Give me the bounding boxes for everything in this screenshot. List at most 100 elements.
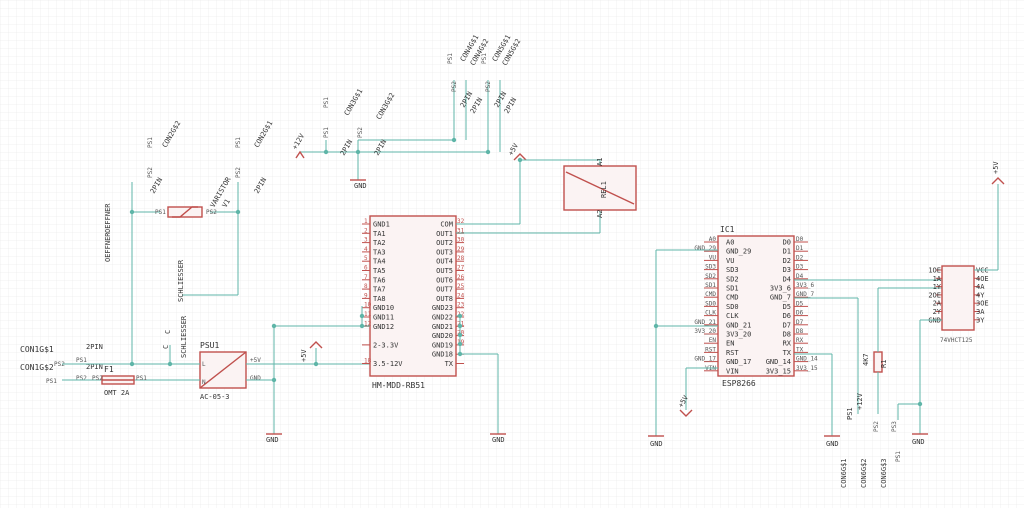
gnd-top-label: GND bbox=[354, 182, 367, 190]
hm-left-pin-num: 3 bbox=[364, 237, 368, 244]
hm-right-pin-num: 28 bbox=[457, 255, 465, 262]
relay: A1 A2 REL1 bbox=[563, 158, 637, 218]
con1g2-label: CON1G$2 bbox=[20, 363, 54, 372]
con4-ps1: PS1 bbox=[447, 53, 454, 64]
hm-right-pin-label: GND22 bbox=[432, 314, 453, 322]
con2-ps1-a: PS1 bbox=[147, 137, 154, 148]
esp-left-pin-outer: EN bbox=[709, 337, 717, 344]
con3-ps1-b: PS1 bbox=[323, 127, 330, 138]
r1-name: R1 bbox=[880, 360, 888, 368]
varistor-name: V1 bbox=[221, 198, 232, 209]
con6-ps3: PS3 bbox=[891, 421, 898, 432]
esp-right-pin-label: D1 bbox=[783, 248, 791, 256]
esp-right-pin-outer: GND_14 bbox=[796, 356, 818, 363]
esp-left-pin-label: RST bbox=[726, 349, 739, 357]
buf-plus5v: +5V bbox=[992, 161, 1000, 174]
psu-gnd: GND bbox=[250, 375, 261, 382]
esp-left-pin-outer: CMD bbox=[705, 291, 716, 298]
esp-right-pin-outer: D4 bbox=[796, 273, 804, 280]
con6-3pin-a: PS1 bbox=[846, 407, 854, 420]
hm-left-pin-num: 11 bbox=[364, 311, 372, 318]
esp-right-pin-label: RX bbox=[783, 340, 792, 348]
esp-left-pin-label: 3V3_20 bbox=[726, 331, 751, 339]
fuse-value: OMT 2A bbox=[104, 389, 130, 397]
hm-right-pin-label: OUT4 bbox=[436, 258, 453, 266]
buf-left-pin-label: 1A bbox=[933, 275, 942, 283]
gnd-esp-label: GND bbox=[650, 440, 663, 448]
var-ps2: PS2 bbox=[206, 209, 217, 216]
hm-left-pin-label: TA3 bbox=[373, 248, 386, 256]
buf-name: 74VHCT125 bbox=[940, 337, 973, 344]
fuse-ps1: PS1 bbox=[136, 375, 147, 382]
con2-ps2-b: PS2 bbox=[235, 167, 242, 178]
buf-left-pin-label: 1Y bbox=[933, 283, 942, 291]
esp-name: ESP8266 bbox=[722, 379, 756, 388]
con5-ps2: PS2 bbox=[485, 81, 492, 92]
esp-right-pin-outer: D7 bbox=[796, 319, 804, 326]
esp-left-pin-label: VIN bbox=[726, 367, 739, 375]
psu-n: N bbox=[202, 379, 206, 386]
psu-plus5v-label: +5V bbox=[300, 349, 308, 362]
hm-left-pin-label: TA1 bbox=[373, 230, 386, 238]
hm-right-pin-num: 23 bbox=[457, 302, 465, 309]
hm-left-pin-num: 7 bbox=[364, 274, 368, 281]
fuse-name: F1 bbox=[104, 365, 114, 374]
schliesser-name-top: SCHLIESSER bbox=[177, 259, 185, 302]
esp-right-pin-outer: RX bbox=[796, 337, 804, 344]
hm-left-pin-label: TA7 bbox=[373, 286, 386, 294]
buf-right-pin-label: 4A bbox=[976, 283, 985, 291]
con1-ps1-b: PS1 bbox=[46, 378, 57, 385]
hm-right-pin-label: OUT7 bbox=[436, 286, 453, 294]
esp-left-pin-outer: GND_29 bbox=[694, 245, 716, 252]
buf-right-pin-label: 3OE bbox=[976, 300, 989, 308]
con1-ps1-a: PS1 bbox=[76, 357, 87, 364]
schliesser-c-b: C bbox=[162, 345, 170, 349]
hm-right-pin-label: OUT3 bbox=[436, 248, 453, 256]
psu-name: PSU1 bbox=[200, 341, 219, 350]
hm-left-pin-num: 12 bbox=[364, 320, 372, 327]
hm-left-pin-label: TA4 bbox=[373, 258, 386, 266]
hm-left-pin-label: TA8 bbox=[373, 295, 386, 303]
hm-left-pin-num: 18 bbox=[364, 358, 372, 365]
esp-left-pin-outer: CLK bbox=[705, 310, 716, 317]
con1g1-label: CON1G$1 bbox=[20, 345, 54, 354]
con6g3-label: CON6G$3 bbox=[880, 458, 888, 488]
esp-right-pin-label: D2 bbox=[783, 257, 791, 265]
schliesser-name: SCHLIESSER bbox=[180, 315, 188, 358]
buf-right-pin-label: 4OE bbox=[976, 275, 989, 283]
psu-l: L bbox=[202, 361, 206, 368]
esp-right-pin-label: TX bbox=[783, 349, 792, 357]
hm-right-pin-num: 25 bbox=[457, 283, 465, 290]
hm-right-pin-label: GND21 bbox=[432, 323, 453, 331]
con2-ps2-a: PS2 bbox=[147, 167, 154, 178]
hm-left-pin-label: 2-3.3V bbox=[373, 341, 399, 349]
con2-ps1-b: PS1 bbox=[235, 137, 242, 148]
hm-right-pin-num: 30 bbox=[457, 237, 465, 244]
esp-left-pin-label: GND_17 bbox=[726, 358, 751, 366]
esp-right-pin-outer: GND_7 bbox=[796, 291, 814, 298]
esp-left-pin-label: VU bbox=[726, 257, 734, 265]
relay-name: REL1 bbox=[600, 181, 608, 198]
hm-right-pin-label: OUT2 bbox=[436, 239, 453, 247]
input-section: CON1G$1 CON1G$2 2PIN 2PIN PS1 PS2 PS2 PS… bbox=[20, 203, 370, 444]
con4-ps2: PS2 bbox=[451, 81, 458, 92]
fuse-ps2: PS2 bbox=[92, 375, 103, 382]
esp-right-pin-outer: 3V3_15 bbox=[796, 365, 818, 372]
esp-right-pin-outer: D0 bbox=[796, 236, 804, 243]
hm-left-pin-num: 8 bbox=[364, 283, 368, 290]
con6g1-label: CON6G$1 bbox=[840, 458, 848, 488]
hm-left-pin-num: 9 bbox=[364, 292, 368, 299]
hm-left-pin-num: 6 bbox=[364, 265, 368, 272]
hm-right-pin-num: 24 bbox=[457, 292, 465, 299]
var-ps1: PS1 bbox=[155, 209, 166, 216]
hm-right-pin-label: OUT1 bbox=[436, 230, 453, 238]
buf-right-pin-label: 3Y bbox=[976, 316, 985, 324]
hm-right-pin-label: COM bbox=[440, 221, 453, 229]
con3-ps1-a: PS1 bbox=[323, 97, 330, 108]
esp-right-pin-label: D0 bbox=[783, 239, 791, 247]
buffer-section: 74VHCT125 1OE1A1Y2OE2A2YGNDVCC4OE4A4Y3OE… bbox=[912, 161, 1005, 446]
gnd-buf-label: GND bbox=[912, 438, 925, 446]
